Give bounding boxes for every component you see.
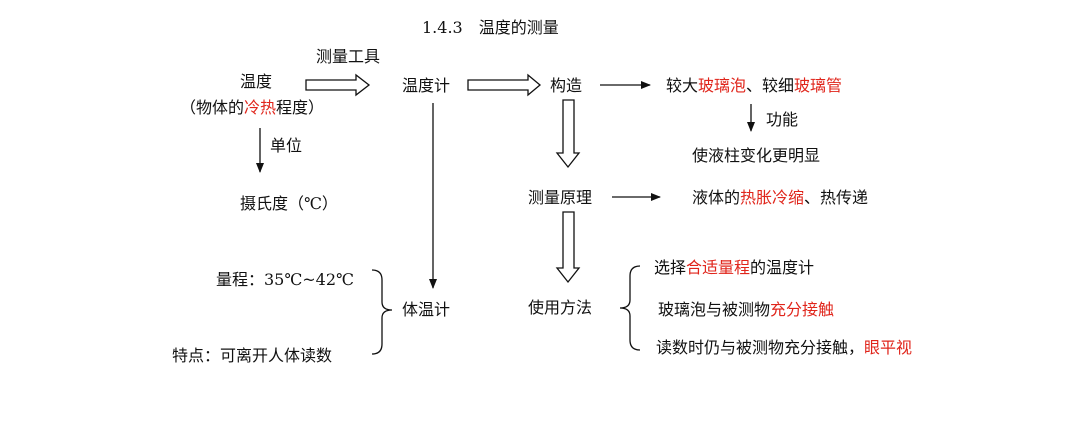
node-method: 使用方法 xyxy=(528,298,593,317)
node-structure: 构造 xyxy=(550,76,583,95)
hollow-arrow-down-method xyxy=(555,211,581,284)
node-function-desc: 使液柱变化更明显 xyxy=(692,146,821,165)
node-principle: 测量原理 xyxy=(528,188,593,207)
method-step-2: 玻璃泡与被测物充分接触 xyxy=(658,300,835,319)
node-thermometer: 温度计 xyxy=(402,76,451,95)
node-structure-desc: 较大玻璃泡、较细玻璃管 xyxy=(666,76,843,95)
node-temperature-desc: （物体的冷热程度） xyxy=(180,98,325,117)
page-title: 1.4.3 温度的测量 xyxy=(422,18,559,37)
method-step-1: 选择合适量程的温度计 xyxy=(654,258,815,277)
brace-method xyxy=(619,265,641,351)
edge-label-unit: 单位 xyxy=(270,136,303,155)
node-principle-desc: 液体的热胀冷缩、热传递 xyxy=(692,188,869,207)
edge-label-tool: 测量工具 xyxy=(316,47,381,66)
method-step-3: 读数时仍与被测物充分接触，眼平视 xyxy=(656,338,913,357)
brace-clinical xyxy=(371,269,393,355)
node-unit-desc: 摄氏度（℃） xyxy=(240,194,338,213)
node-temperature: 温度 xyxy=(240,72,273,91)
node-range: 量程：35℃~42℃ xyxy=(216,270,354,289)
edge-label-function: 功能 xyxy=(766,110,799,129)
node-feature: 特点：可离开人体读数 xyxy=(172,346,333,365)
hollow-arrow-tool xyxy=(305,73,371,97)
hollow-arrow-structure xyxy=(467,73,542,97)
hollow-arrow-down-principle xyxy=(555,99,581,169)
node-clinical-thermometer: 体温计 xyxy=(402,300,451,319)
